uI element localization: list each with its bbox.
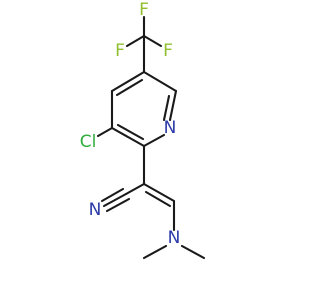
bond-ring-c3-c2-inner xyxy=(116,123,145,141)
atom-f-left: F xyxy=(115,41,125,61)
atom-n-nitrile: N xyxy=(89,200,102,220)
bond-c3-cl xyxy=(96,126,114,138)
bond-cf3-c-f-left xyxy=(125,34,146,48)
bond-n-methyl-right xyxy=(180,244,206,260)
atom-f-right: F xyxy=(163,41,173,61)
atom-n-amine: N xyxy=(168,228,181,248)
molecule-structure: F F F Cl N N N xyxy=(80,0,206,260)
bond-ring-c6-c5 xyxy=(142,70,178,93)
bond-ring-c2-n1 xyxy=(142,133,166,148)
bond-ring-n1-c6 xyxy=(168,89,178,122)
bond-nitrile-triple-1 xyxy=(102,192,128,208)
atom-cl: Cl xyxy=(80,132,97,152)
bond-cf3-c-f-right xyxy=(142,34,163,48)
bond-ring-c5-c4-inner xyxy=(115,78,144,97)
atom-f-top: F xyxy=(139,0,149,20)
bond-nitrile-triple-3 xyxy=(105,197,131,213)
bond-alpha-beta xyxy=(142,182,176,203)
bond-ring-n1-c6-inner xyxy=(162,94,171,122)
bond-n-methyl-left xyxy=(142,244,168,260)
bond-ring-c5-c4 xyxy=(110,70,146,93)
bond-nitrile-triple-2 xyxy=(100,187,125,203)
bond-alpha-cn xyxy=(124,182,146,196)
bond-alpha-beta-inner xyxy=(144,190,172,208)
atom-n-pyridine: N xyxy=(164,118,177,138)
bond-ring-c3-c2 xyxy=(110,126,146,148)
